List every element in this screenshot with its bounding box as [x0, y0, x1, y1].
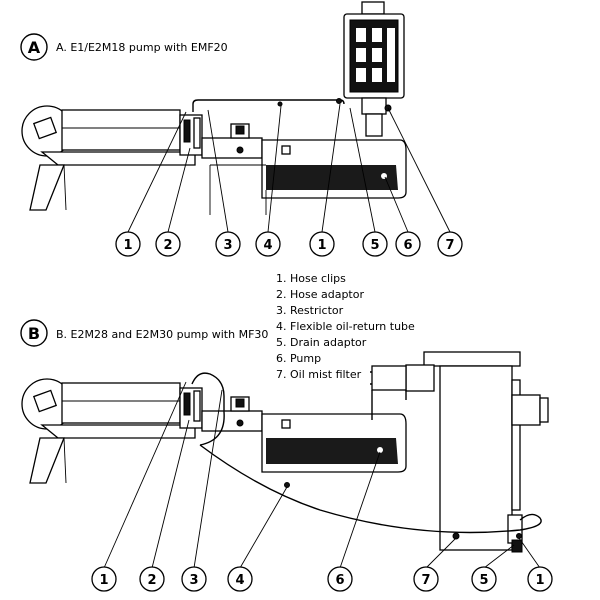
- legend-item-1: 1. Hose clips: [276, 272, 346, 285]
- section-a: A A. E1/E2M18 pump with EMF20: [20, 1, 463, 257]
- callout-a-1b: 1: [317, 238, 326, 253]
- callout-a-6: 6: [403, 238, 412, 253]
- legend-item-2: 2. Hose adaptor: [276, 288, 364, 301]
- callouts-b: 1 2 3 4 6 7 5 1: [91, 566, 553, 592]
- callout-a-1: 1: [123, 238, 132, 253]
- section-b-letter: B: [28, 324, 40, 343]
- callout-b-2: 2: [147, 573, 156, 588]
- motor-b: [21, 378, 196, 484]
- callout-b-1b: 1: [535, 573, 544, 588]
- legend-item-3: 3. Restrictor: [276, 304, 344, 317]
- section-b-caption: B. E2M28 and E2M30 pump with MF30: [56, 328, 268, 341]
- return-tube-a: [192, 98, 345, 112]
- section-a-caption: A. E1/E2M18 pump with EMF20: [56, 41, 228, 54]
- section-b-badge: [20, 319, 48, 347]
- callout-a-2: 2: [163, 238, 172, 253]
- callouts-a: 1 2 3 4 1 5 6 7: [115, 231, 463, 257]
- coupling-b: [179, 387, 263, 432]
- leader-lines-b: [103, 381, 541, 569]
- section-a-letter: A: [28, 38, 41, 57]
- callout-b-3: 3: [189, 573, 198, 588]
- oil-mist-filter-a: [343, 1, 405, 137]
- leader-lines-a: [127, 103, 451, 233]
- callout-b-1: 1: [99, 573, 108, 588]
- callout-b-7: 7: [421, 573, 430, 588]
- pump-a: [209, 139, 407, 215]
- legend-item-6: 6. Pump: [276, 352, 321, 365]
- legend-item-5: 5. Drain adaptor: [276, 336, 367, 349]
- coupling-a: [179, 114, 263, 159]
- legend: 1. Hose clips 2. Hose adaptor 3. Restric…: [276, 272, 415, 381]
- callout-a-3: 3: [223, 238, 232, 253]
- pump-b: [261, 413, 407, 473]
- legend-item-4: 4. Flexible oil-return tube: [276, 320, 415, 333]
- callout-a-4: 4: [263, 238, 272, 253]
- section-a-badge: [20, 33, 48, 61]
- callout-b-5: 5: [479, 573, 488, 588]
- callout-b-4: 4: [235, 573, 244, 588]
- motor-a: [21, 105, 196, 211]
- oil-mist-filter-b: [370, 351, 549, 553]
- legend-item-7: 7. Oil mist filter: [276, 368, 362, 381]
- callout-b-6: 6: [335, 573, 344, 588]
- callout-a-7: 7: [445, 238, 454, 253]
- section-b: B B. E2M28 and E2M30 pump with MF30: [20, 319, 553, 592]
- return-tube-b: [191, 372, 542, 539]
- callout-a-5: 5: [370, 238, 379, 253]
